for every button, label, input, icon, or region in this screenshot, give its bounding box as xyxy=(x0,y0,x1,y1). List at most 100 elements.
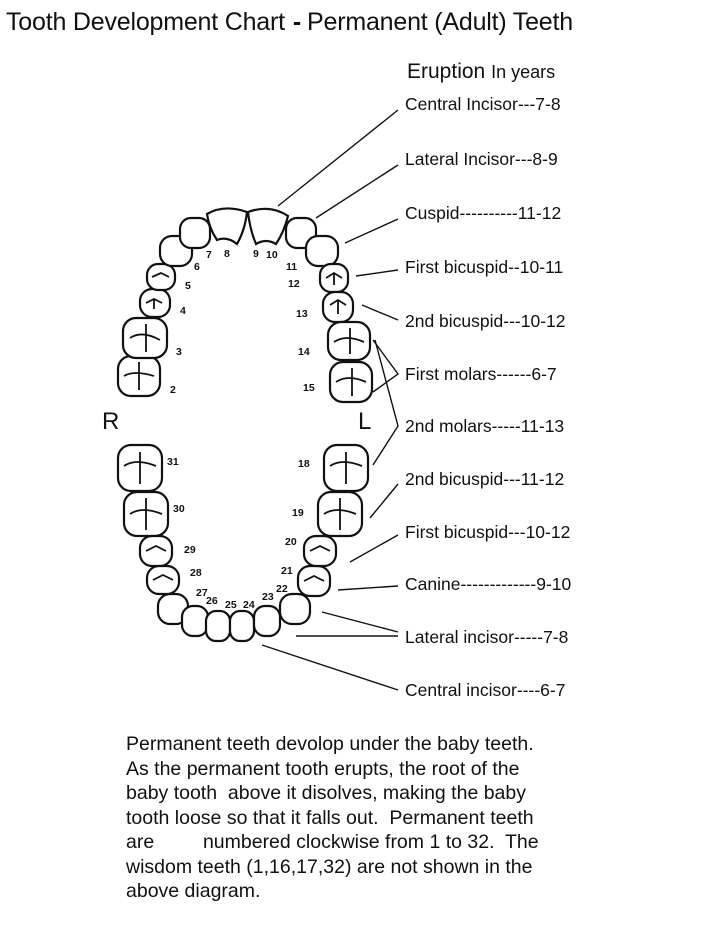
tooth-number-4: 4 xyxy=(180,305,186,317)
label-lower-second-bicuspid: 2nd bicuspid---11-12 xyxy=(405,469,565,489)
tooth-number-15: 15 xyxy=(303,382,315,394)
tooth-number-9: 9 xyxy=(253,248,259,260)
title-sub: Permanent (Adult) Teeth xyxy=(307,8,573,36)
paragraph-line-5: are numbered clockwise from 1 to 32. The xyxy=(126,831,539,853)
tooth-upper-right-lateral-7 xyxy=(178,216,212,250)
groove-14 xyxy=(333,328,365,354)
leader-upper-lateral-incisor xyxy=(315,164,399,219)
tooth-number-3: 3 xyxy=(176,346,182,358)
tooth-lower-right-premolar-29 xyxy=(138,534,174,568)
side-label-left: L xyxy=(358,408,372,435)
eruption-heading: Eruption In years xyxy=(407,60,555,84)
tooth-number-6: 6 xyxy=(194,261,200,273)
tooth-number-27: 27 xyxy=(196,587,208,599)
groove-19 xyxy=(323,498,357,530)
paragraph-line-2: As the permanent tooth erupts, the root … xyxy=(126,757,520,780)
tooth-number-2: 2 xyxy=(170,384,176,396)
title-separator: - xyxy=(292,8,302,36)
eruption-heading-unit: In years xyxy=(491,62,556,82)
tooth-upper-right-central-8 xyxy=(205,207,249,246)
tooth-number-25: 25 xyxy=(225,599,237,611)
label-upper-central-incisor: Central Incisor---7-8 xyxy=(405,94,561,114)
tooth-number-30: 30 xyxy=(173,503,185,515)
tooth-number-22: 22 xyxy=(276,583,288,595)
groove-3 xyxy=(129,324,161,352)
groove-20 xyxy=(309,544,331,552)
groove-28 xyxy=(152,573,174,581)
tooth-number-24: 24 xyxy=(243,599,255,611)
groove-21 xyxy=(303,574,325,582)
lower-arch xyxy=(116,443,370,643)
label-upper-lateral-incisor: Lateral Incisor---8-9 xyxy=(405,149,558,169)
tooth-upper-left-molar-14 xyxy=(326,320,372,362)
groove-12 xyxy=(325,271,343,285)
tooth-number-18: 18 xyxy=(298,458,310,470)
groove-13 xyxy=(329,298,347,314)
tooth-upper-right-premolar-4 xyxy=(138,287,172,319)
groove-15 xyxy=(335,368,367,396)
tooth-number-20: 20 xyxy=(285,536,297,548)
tooth-number-12: 12 xyxy=(288,278,300,290)
tooth-upper-left-canine-11 xyxy=(304,234,340,268)
tooth-number-29: 29 xyxy=(184,544,196,556)
tooth-lower-right-premolar-28 xyxy=(145,564,181,596)
tooth-number-13: 13 xyxy=(296,308,308,320)
title-main: Tooth Development Chart xyxy=(6,8,285,36)
tooth-numbers: 2 3 4 5 6 7 8 9 10 11 12 13 14 15 18 19 … xyxy=(167,248,315,611)
label-lower-canine: Canine-------------9-10 xyxy=(405,574,572,594)
tooth-lower-left-premolar-20 xyxy=(302,534,338,568)
tooth-number-31: 31 xyxy=(167,456,179,468)
tooth-number-21: 21 xyxy=(281,565,293,577)
groove-31 xyxy=(123,452,157,484)
label-lower-lateral-incisor: Lateral incisor-----7-8 xyxy=(405,627,569,647)
tooth-upper-left-molar-15 xyxy=(328,360,374,404)
tooth-upper-right-molar-3 xyxy=(121,316,169,360)
leader-upper-central-incisor xyxy=(277,109,399,207)
leader-lower-canine xyxy=(337,585,399,591)
tooth-number-26: 26 xyxy=(206,595,218,607)
leader-lower-second-bicuspid xyxy=(369,483,399,519)
tooth-number-28: 28 xyxy=(190,567,202,579)
groove-5 xyxy=(151,272,170,278)
groove-29 xyxy=(145,544,167,552)
label-upper-first-bicuspid: First bicuspid--10-11 xyxy=(405,257,564,277)
label-second-molars: 2nd molars-----11-13 xyxy=(405,416,565,436)
upper-arch xyxy=(116,207,374,404)
leader-lines xyxy=(261,109,399,691)
leader-upper-first-bicuspid xyxy=(355,269,399,277)
label-upper-cuspid: Cuspid----------11-12 xyxy=(405,203,562,223)
tooth-number-14: 14 xyxy=(298,346,310,358)
label-upper-second-bicuspid: 2nd bicuspid---10-12 xyxy=(405,311,566,331)
tooth-number-7: 7 xyxy=(206,249,212,261)
leader-lower-lateral-incisor xyxy=(321,611,399,633)
paragraph-line-7: above diagram. xyxy=(126,880,261,902)
groove-30 xyxy=(129,498,163,530)
tooth-number-8: 8 xyxy=(224,248,230,260)
leader-lower-central-incisor xyxy=(261,644,399,691)
tooth-upper-right-premolar-5 xyxy=(145,262,177,292)
side-label-right: R xyxy=(102,408,120,435)
tooth-number-19: 19 xyxy=(292,507,304,519)
description-paragraph: Permanent teeth devolop under the baby t… xyxy=(126,732,686,904)
page-title: Tooth Development Chart-Permanent (Adult… xyxy=(6,8,573,37)
leader-first-molars xyxy=(372,339,399,393)
tooth-lower-left-central-24 xyxy=(228,609,256,643)
label-first-molars: First molars------6-7 xyxy=(405,364,557,384)
leader-second-molars xyxy=(372,339,399,466)
label-lower-first-bicuspid: First bicuspid---10-12 xyxy=(405,522,571,542)
leader-upper-second-bicuspid xyxy=(361,304,399,321)
paragraph-line-1: Permanent teeth devolop under the baby t… xyxy=(126,733,534,755)
groove-2 xyxy=(123,362,155,390)
tooth-lower-left-canine-22 xyxy=(278,592,312,626)
tooth-number-10: 10 xyxy=(266,249,278,261)
tooth-upper-left-central-9 xyxy=(246,207,290,246)
tooth-lower-right-central-25 xyxy=(204,609,232,643)
tooth-lower-left-lateral-23 xyxy=(252,604,282,638)
tooth-lower-right-lateral-26 xyxy=(180,604,210,638)
leader-lower-first-bicuspid xyxy=(349,534,399,563)
tooth-number-5: 5 xyxy=(185,280,191,292)
groove-4 xyxy=(145,297,163,309)
tooth-lower-left-premolar-21 xyxy=(296,564,332,598)
paragraph-line-4: tooth loose so that it falls out. Perman… xyxy=(126,806,534,829)
